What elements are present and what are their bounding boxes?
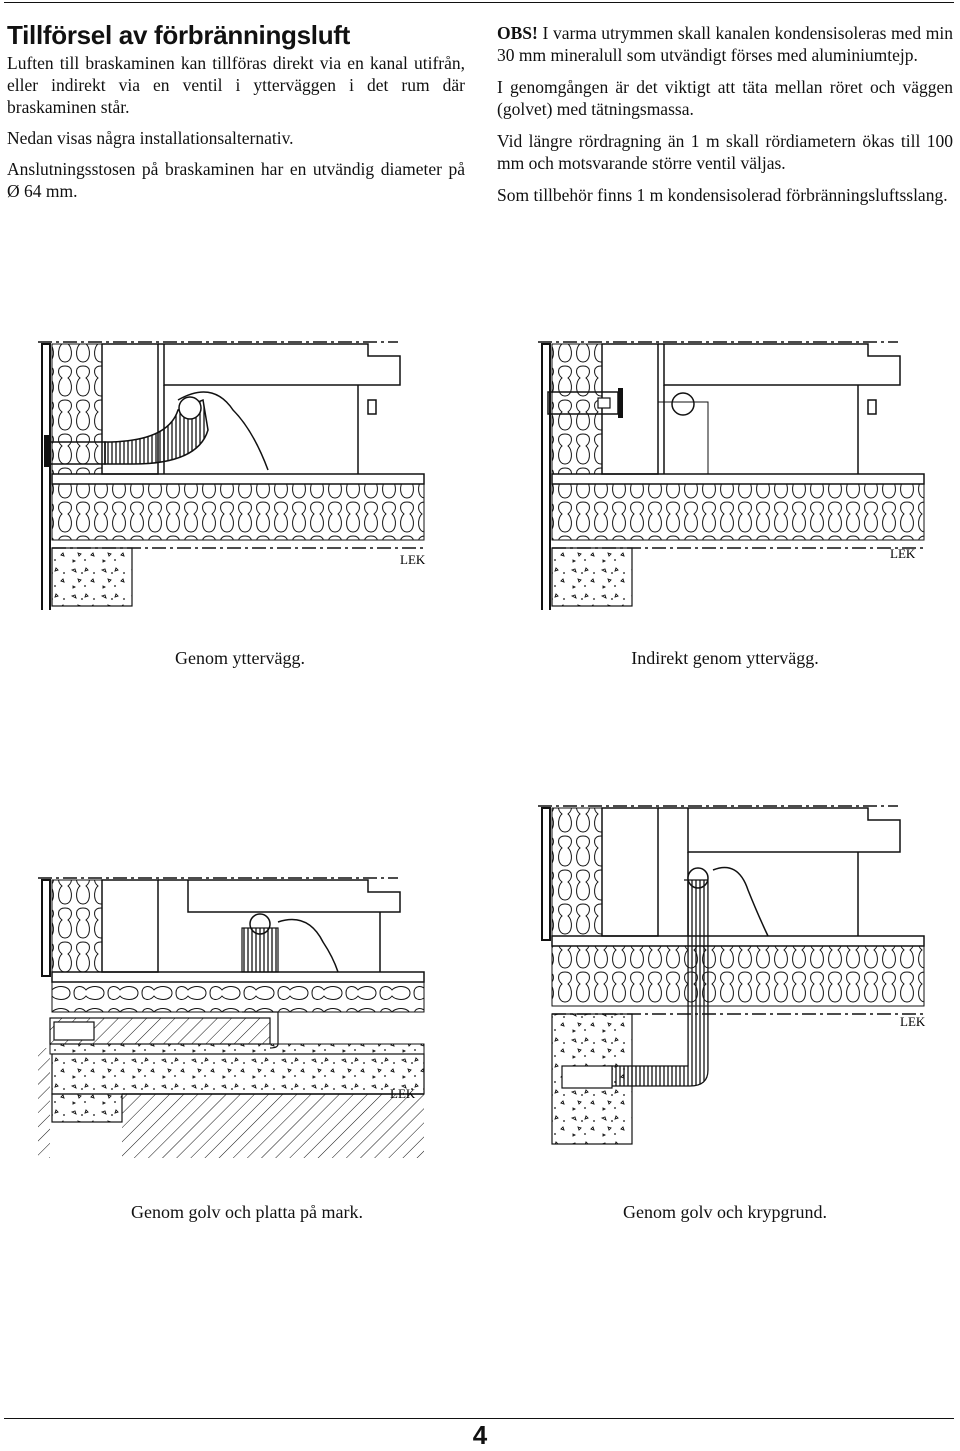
obs-paragraph: OBS! I varma utrymmen skall kanalen kond…	[497, 22, 953, 66]
figure-floor-slab-on-ground: LEK	[38, 877, 425, 1158]
right-column: OBS! I varma utrymmen skall kanalen kond…	[497, 22, 953, 216]
lek-label: LEK	[900, 1014, 926, 1029]
top-rule	[4, 2, 954, 3]
figure-outer-wall-indirect: LEK	[538, 341, 925, 610]
diameter-paragraph: Anslutningsstosen på braskaminen har en …	[7, 159, 465, 201]
page-heading: Tillförsel av förbränningsluft	[7, 20, 351, 50]
pipe-diameter-paragraph: Vid längre rördragning än 1 m skall rörd…	[497, 131, 953, 173]
figure-floor-crawl-space: LEK	[538, 805, 926, 1145]
caption-outer-wall-direct: Genom yttervägg.	[175, 648, 305, 668]
caption-outer-wall-indirect: Indirekt genom yttervägg.	[631, 648, 819, 668]
caption-floor-slab-on-ground: Genom golv och platta på mark.	[131, 1202, 363, 1222]
sealing-paragraph: I genomgången är det viktigt att täta me…	[497, 77, 953, 119]
caption-floor-crawl-space: Genom golv och krypgrund.	[623, 1202, 827, 1222]
page-number: 4	[472, 1420, 488, 1450]
accessory-paragraph: Som tillbehör finns 1 m kondensisolerad …	[497, 185, 948, 205]
bottom-rule	[4, 1418, 954, 1419]
figure-outer-wall-direct: LEK	[38, 341, 426, 610]
obs-text: I varma utrymmen skall kanalen kondensis…	[497, 23, 953, 65]
lek-label: LEK	[890, 546, 916, 561]
lek-label: LEK	[400, 552, 426, 567]
obs-label: OBS!	[497, 23, 538, 43]
left-column: Tillförsel av förbränningsluft Luften ti…	[7, 20, 465, 211]
alternatives-paragraph: Nedan visas några installationsalternati…	[7, 128, 294, 148]
lek-label: LEK	[390, 1086, 416, 1101]
intro-paragraph: Luften till braskaminen kan tillföras di…	[7, 53, 465, 117]
